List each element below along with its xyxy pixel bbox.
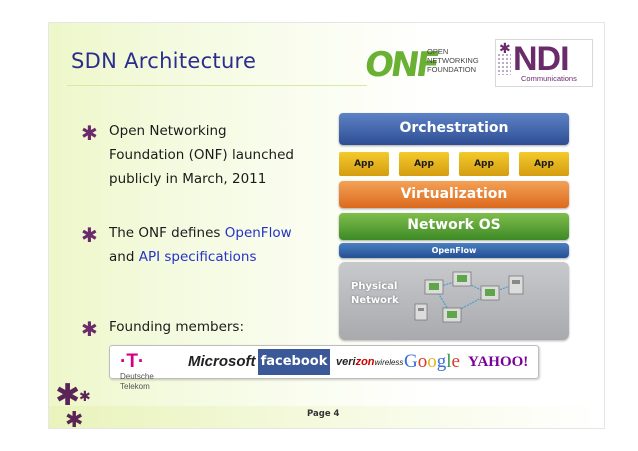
- app-box: App: [459, 152, 509, 176]
- network-switches-icon: [414, 271, 524, 323]
- ndi-logo: ✱ NDI Communications: [495, 39, 593, 87]
- virtualization-layer: Virtualization: [339, 181, 569, 208]
- orchestration-layer: Orchestration: [339, 113, 569, 145]
- api-specifications-highlight: API specifications: [138, 249, 257, 265]
- physical-network-layer: Physical Network: [339, 262, 569, 340]
- onf-logo: ONF OPEN NETWORKING FOUNDATION: [362, 43, 485, 85]
- slide-bottom-band: [49, 406, 604, 428]
- page-number: Page 4: [307, 409, 340, 419]
- slide: SDN Architecture ONF OPEN NETWORKING FOU…: [48, 22, 605, 429]
- svg-text:✱: ✱: [65, 408, 83, 429]
- decorative-stars-icon: ✱ ✱ ✱: [55, 379, 91, 429]
- sdn-architecture-diagram: Orchestration App App App App Virtualiza…: [339, 111, 569, 341]
- app-box: App: [399, 152, 449, 176]
- google-logo: Google: [404, 351, 460, 372]
- title-underline: [67, 85, 367, 86]
- app-layer: App App App App: [339, 152, 569, 176]
- svg-text:✱: ✱: [55, 379, 80, 413]
- openflow-highlight: OpenFlow: [224, 225, 292, 241]
- verizon-wireless-logo: verizonwireless: [336, 356, 404, 368]
- bullet-star-icon: ✱: [81, 121, 98, 145]
- ndi-logo-letters: NDI: [513, 40, 570, 78]
- slide-title: SDN Architecture: [71, 49, 257, 73]
- founding-members-logos: ·T· Deutsche Telekom Microsoft facebook …: [109, 345, 539, 391]
- facebook-logo: facebook: [258, 349, 330, 375]
- svg-text:✱: ✱: [79, 389, 91, 405]
- deutsche-telekom-logo: ·T· Deutsche Telekom: [120, 351, 154, 392]
- ndi-dots-pattern: [497, 53, 511, 75]
- app-box: App: [339, 152, 389, 176]
- yahoo-logo: YAHOO!: [468, 354, 529, 370]
- openflow-layer: OpenFlow: [339, 243, 569, 258]
- network-os-layer: Network OS: [339, 213, 569, 240]
- bullet-star-icon: ✱: [81, 317, 98, 341]
- physical-network-label: Physical Network: [351, 281, 399, 306]
- bullet-star-icon: ✱: [81, 223, 98, 247]
- microsoft-logo: Microsoft: [188, 353, 256, 370]
- star-icon: ✱: [499, 41, 511, 57]
- app-box: App: [519, 152, 569, 176]
- onf-logo-text: OPEN NETWORKING FOUNDATION: [427, 47, 479, 74]
- ndi-logo-subtitle: Communications: [521, 74, 577, 83]
